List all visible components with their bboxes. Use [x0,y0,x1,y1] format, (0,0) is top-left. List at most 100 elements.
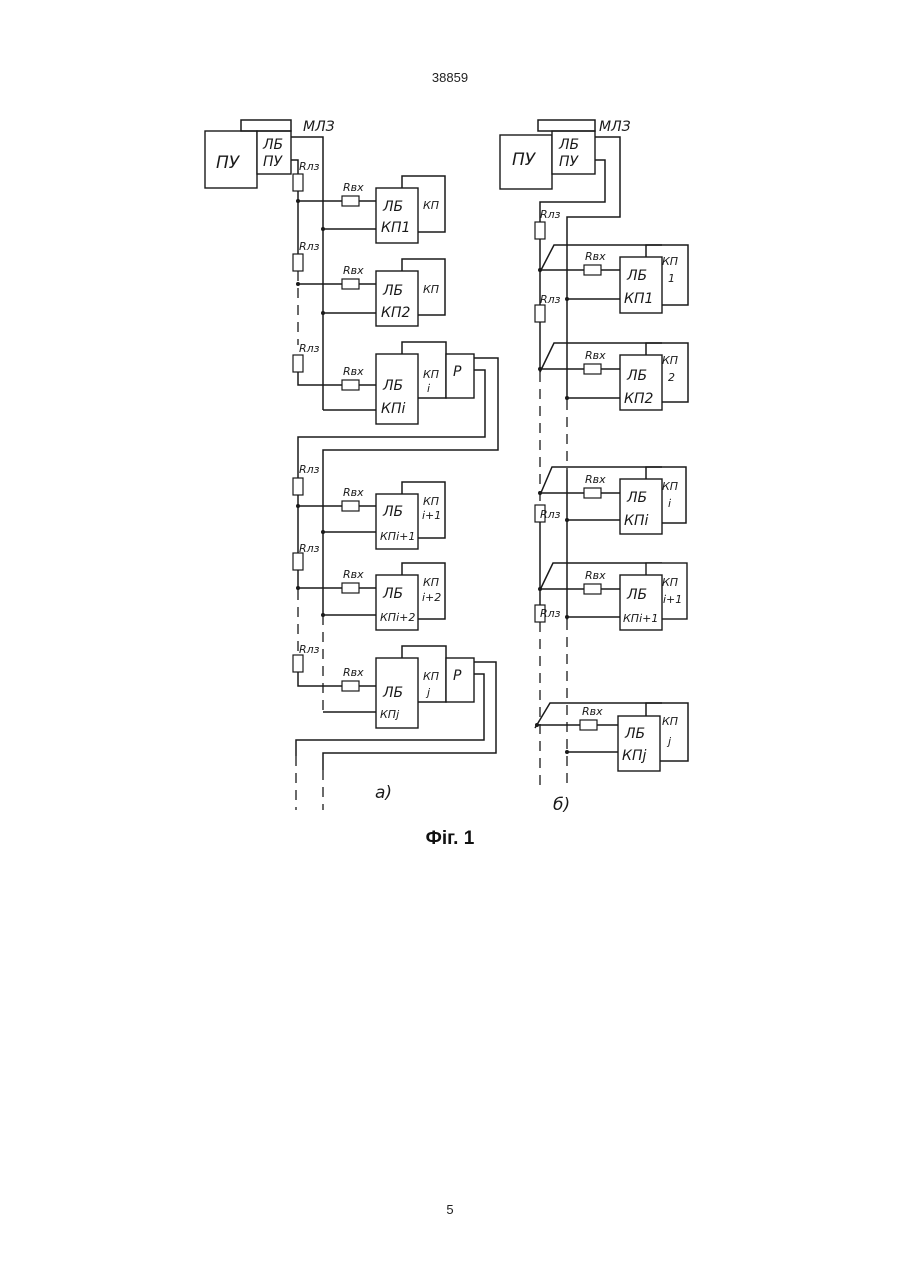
svg-text:ЛБ: ЛБ [382,199,403,215]
svg-text:і+2: і+2 [422,591,441,604]
station-b-4: Rвх ЛБ КПі+1 КП і+1 [540,563,687,630]
line-resistor [535,305,545,322]
input-resistor [584,265,601,275]
input-resistor-label: Rвх [343,181,364,194]
svg-text:КПі: КПі [624,513,648,529]
line-resistor-label: Rлз [299,240,320,253]
svg-text:КП: КП [423,283,439,296]
line-resistor [293,655,303,672]
svg-text:j: j [666,735,672,748]
line-resistor [535,222,545,239]
control-logic-label-2: ПУ [263,154,284,170]
svg-text:і+1: і+1 [663,593,682,606]
svg-text:КПj: КПj [622,748,646,764]
svg-text:КП: КП [662,480,678,493]
svg-text:ЛБ: ЛБ [382,685,403,701]
figure-caption: Фіг. 1 [0,828,900,850]
svg-text:КП2: КП2 [624,391,653,407]
station-a-2: Rвх ЛБ КП2 КП [298,259,445,326]
control-logic-label-1: ЛБ [558,137,579,153]
input-resistor-label: Rвх [585,250,606,263]
svg-text:КПі+2: КПі+2 [380,611,415,624]
svg-text:і: і [427,382,430,395]
input-resistor-label: Rвх [343,568,364,581]
svg-text:ЛБ: ЛБ [626,587,647,603]
svg-text:ЛБ: ЛБ [624,726,645,742]
svg-text:КПі+1: КПі+1 [380,530,415,543]
station-b-1: Rвх ЛБ КП1 КП 1 [540,245,688,313]
line-resistor-label: Rлз [299,542,320,555]
station-b-3: Rвх ЛБ КПі КП і [540,467,686,534]
control-unit-label: ПУ [216,153,241,173]
panel-label-b: б) [553,795,570,815]
svg-text:і+1: і+1 [422,509,441,522]
repeater-label: Р [453,668,462,684]
control-logic-label-1: ЛБ [262,137,283,153]
svg-text:ЛБ: ЛБ [382,378,403,394]
input-resistor [584,584,601,594]
svg-text:КПі: КПі [381,401,405,417]
page-number: 5 [0,1202,900,1217]
svg-text:ЛБ: ЛБ [626,368,647,384]
svg-text:ЛБ: ЛБ [382,283,403,299]
return-line-wire [291,160,298,174]
line-resistor [293,355,303,372]
svg-text:j: j [425,686,431,699]
panel-label-a: а) [375,783,392,803]
station-b-2: Rвх ЛБ КП2 КП 2 [540,343,688,410]
input-resistor [342,380,359,390]
line-resistor [293,478,303,495]
svg-text:КП: КП [423,368,439,381]
input-resistor-label: Rвх [582,705,603,718]
svg-text:КП: КП [423,576,439,589]
line-resistor-label: Rлз [540,607,561,620]
svg-text:ЛБ: ЛБ [626,490,647,506]
svg-text:і: і [668,497,671,510]
diagram-b: ПУ ЛБ ПУ МЛЗ Rлз Rлз Rлз Rлз Rв [500,119,688,815]
line-resistor-label: Rлз [299,342,320,355]
line-resistor [293,254,303,271]
svg-text:КП: КП [662,715,678,728]
line-label: МЛЗ [303,119,335,135]
input-resistor-label: Rвх [343,264,364,277]
svg-text:КП: КП [662,576,678,589]
input-resistor-label: Rвх [585,569,606,582]
svg-text:КП2: КП2 [381,305,410,321]
input-resistor-label: Rвх [343,666,364,679]
station-a-4: Rвх ЛБ КПі+1 КП і+1 [298,482,445,549]
input-resistor-label: Rвх [343,365,364,378]
input-resistor [342,583,359,593]
line-resistor-label: Rлз [540,293,561,306]
svg-text:КП: КП [662,255,678,268]
input-resistor-label: Rвх [585,473,606,486]
line-resistor [293,174,303,191]
input-resistor [342,501,359,511]
control-unit-label: ПУ [512,150,537,170]
line-label: МЛЗ [599,119,631,135]
input-resistor [580,720,597,730]
line-resistor-label: Rлз [299,643,320,656]
station-a-5: Rвх ЛБ КПі+2 КП і+2 [298,563,445,630]
svg-text:ЛБ: ЛБ [382,504,403,520]
svg-text:КП: КП [423,199,439,212]
input-resistor [584,364,601,374]
line-resistor-label: Rлз [299,463,320,476]
svg-text:1: 1 [668,272,675,285]
svg-text:КПj: КПj [380,708,400,721]
input-resistor [584,488,601,498]
svg-text:КП1: КП1 [624,291,653,307]
control-logic-frame [538,120,595,131]
repeater-label: Р [453,364,462,380]
diagram-a: ПУ ЛБ ПУ МЛЗ Rлз Rлз Rлз Rвх ЛБ КП1 [205,119,498,810]
input-resistor-label: Rвх [585,349,606,362]
control-logic-label-2: ПУ [559,154,580,170]
svg-text:2: 2 [668,371,675,384]
svg-text:КП1: КП1 [381,220,410,236]
svg-text:КП: КП [423,670,439,683]
station-a-3: Rвх ЛБ КПі КП і Р [323,342,474,424]
svg-text:КПі+1: КПі+1 [623,612,658,625]
svg-text:КП: КП [423,495,439,508]
station-b-5: Rвх ЛБ КПj КП j [535,703,688,771]
input-resistor [342,279,359,289]
